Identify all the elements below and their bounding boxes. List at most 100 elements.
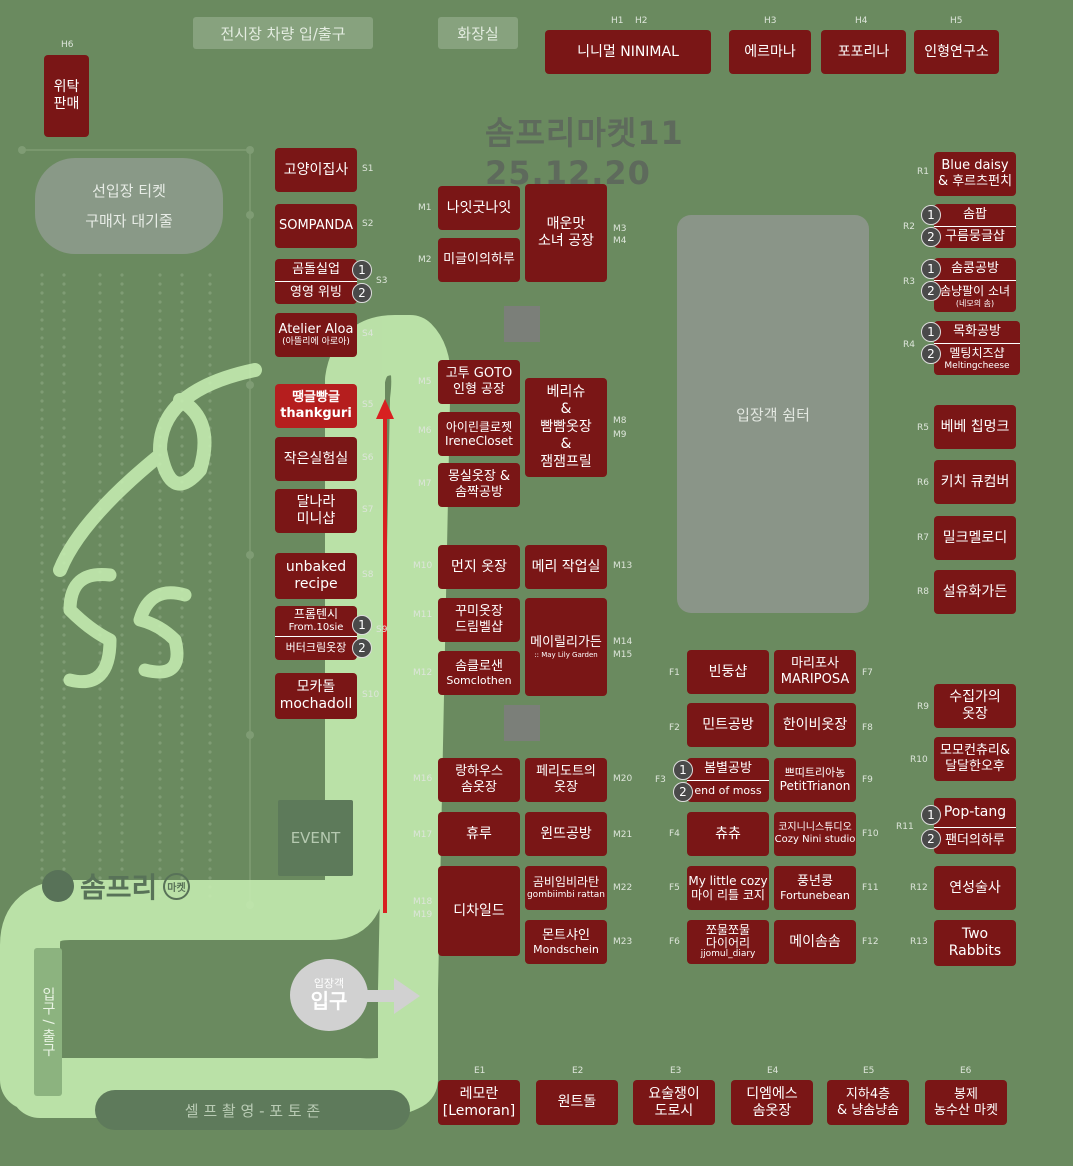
booth-e5[interactable]: 지하4층& 냥솜냥솜: [827, 1080, 909, 1125]
booth-m8-m9[interactable]: 베리슈&빰빰옷장&잼잼프릴: [525, 378, 607, 477]
booth-m14-m15[interactable]: 메이릴리가든:: May Lily Garden: [525, 598, 607, 696]
booth-f1[interactable]: 빈둥샵: [687, 650, 769, 694]
queue-dot: [180, 534, 184, 538]
queue-dot: [62, 489, 66, 493]
queue-dot: [180, 678, 184, 682]
queue-dot: [62, 525, 66, 529]
number-badge: 2: [352, 283, 372, 303]
booth-s4[interactable]: Atelier Aloa (아뜰리에 아로아): [275, 313, 357, 357]
queue-dot: [62, 327, 66, 331]
booth-r2[interactable]: 솜팝 구름뭉글샵: [934, 204, 1016, 248]
booth-f3[interactable]: 봄별공방 end of moss: [687, 758, 769, 802]
queue-dot: [208, 669, 212, 673]
queue-dot: [158, 876, 162, 880]
number-badge: 1: [921, 259, 941, 279]
booth-f8[interactable]: 한이비옷장: [774, 703, 856, 747]
queue-dot: [40, 345, 44, 349]
booth-e2[interactable]: 원트돌: [536, 1080, 618, 1125]
booth-h4[interactable]: 포포리나: [821, 30, 906, 74]
queue-dot: [40, 300, 44, 304]
booth-m10[interactable]: 먼지 옷장: [438, 545, 520, 589]
code-f1: F1: [669, 668, 680, 678]
queue-dot: [180, 471, 184, 475]
booth-s5[interactable]: 땡글빵글 thankguri: [275, 384, 357, 428]
booth-e1[interactable]: 레모란[Lemoran]: [438, 1080, 520, 1125]
booth-s6[interactable]: 작은실험실: [275, 437, 357, 481]
queue-dot: [180, 831, 184, 835]
booth-r6[interactable]: 키치 큐컴버: [934, 460, 1016, 504]
booth-m2[interactable]: 미글이의하루: [438, 238, 520, 282]
booth-m13[interactable]: 메리 작업실: [525, 545, 607, 589]
booth-m1[interactable]: 나잇굿나잇: [438, 186, 520, 230]
queue-dot: [180, 786, 184, 790]
booth-r11[interactable]: Pop-tang 팬더의하루: [934, 798, 1016, 854]
queue-dot: [40, 435, 44, 439]
code-e6: E6: [960, 1066, 972, 1076]
queue-dot: [180, 777, 184, 781]
booth-m17[interactable]: 휴루: [438, 812, 520, 856]
booth-m7[interactable]: 몽실옷장 &솜짝공방: [438, 463, 520, 507]
booth-r5[interactable]: 베베 칩멍크: [934, 405, 1016, 449]
booth-f2[interactable]: 민트공방: [687, 703, 769, 747]
queue-dot: [158, 858, 162, 862]
code-e4: E4: [767, 1066, 779, 1076]
booth-m18-m19[interactable]: 디차일드: [438, 866, 520, 956]
booth-r10[interactable]: 모모컨츄리&달달한오후: [934, 737, 1016, 781]
booth-r12[interactable]: 연성술사: [934, 866, 1016, 910]
queue-dot: [180, 858, 184, 862]
booth-s3[interactable]: 곰돌실업 영영 위빙: [275, 259, 357, 304]
code-m23: M23: [613, 937, 633, 947]
booth-m21[interactable]: 윈뜨공방: [525, 812, 607, 856]
queue-dot: [120, 435, 124, 439]
queue-dot: [158, 660, 162, 664]
booth-f4[interactable]: 츄츄: [687, 812, 769, 856]
booth-h1-h2[interactable]: 니니멀 NINIMAL: [545, 30, 711, 74]
booth-r1[interactable]: Blue daisy& 후르츠펀치: [934, 152, 1016, 196]
booth-s1[interactable]: 고양이집사: [275, 148, 357, 192]
booth-r3[interactable]: 솜콩공방 솜냥팔이 소녀(네모의 솜): [934, 258, 1016, 312]
booth-h5[interactable]: 인형연구소: [914, 30, 999, 74]
code-r1: R1: [917, 167, 929, 177]
queue-dot: [98, 561, 102, 565]
queue-dot: [62, 750, 66, 754]
booth-f12[interactable]: 메이솜솜: [774, 920, 856, 964]
booth-r8[interactable]: 설유화가든: [934, 570, 1016, 614]
booth-h3[interactable]: 에르마나: [729, 30, 811, 74]
queue-dot: [158, 489, 162, 493]
queue-dot: [120, 867, 124, 871]
queue-dot: [208, 399, 212, 403]
booth-r7[interactable]: 밀크멜로디: [934, 516, 1016, 560]
queue-dot: [62, 381, 66, 385]
queue-dot: [120, 570, 124, 574]
queue-dot: [208, 642, 212, 646]
queue-dot: [120, 534, 124, 538]
booth-s2[interactable]: SOMPANDA: [275, 204, 357, 248]
queue-dot: [98, 345, 102, 349]
